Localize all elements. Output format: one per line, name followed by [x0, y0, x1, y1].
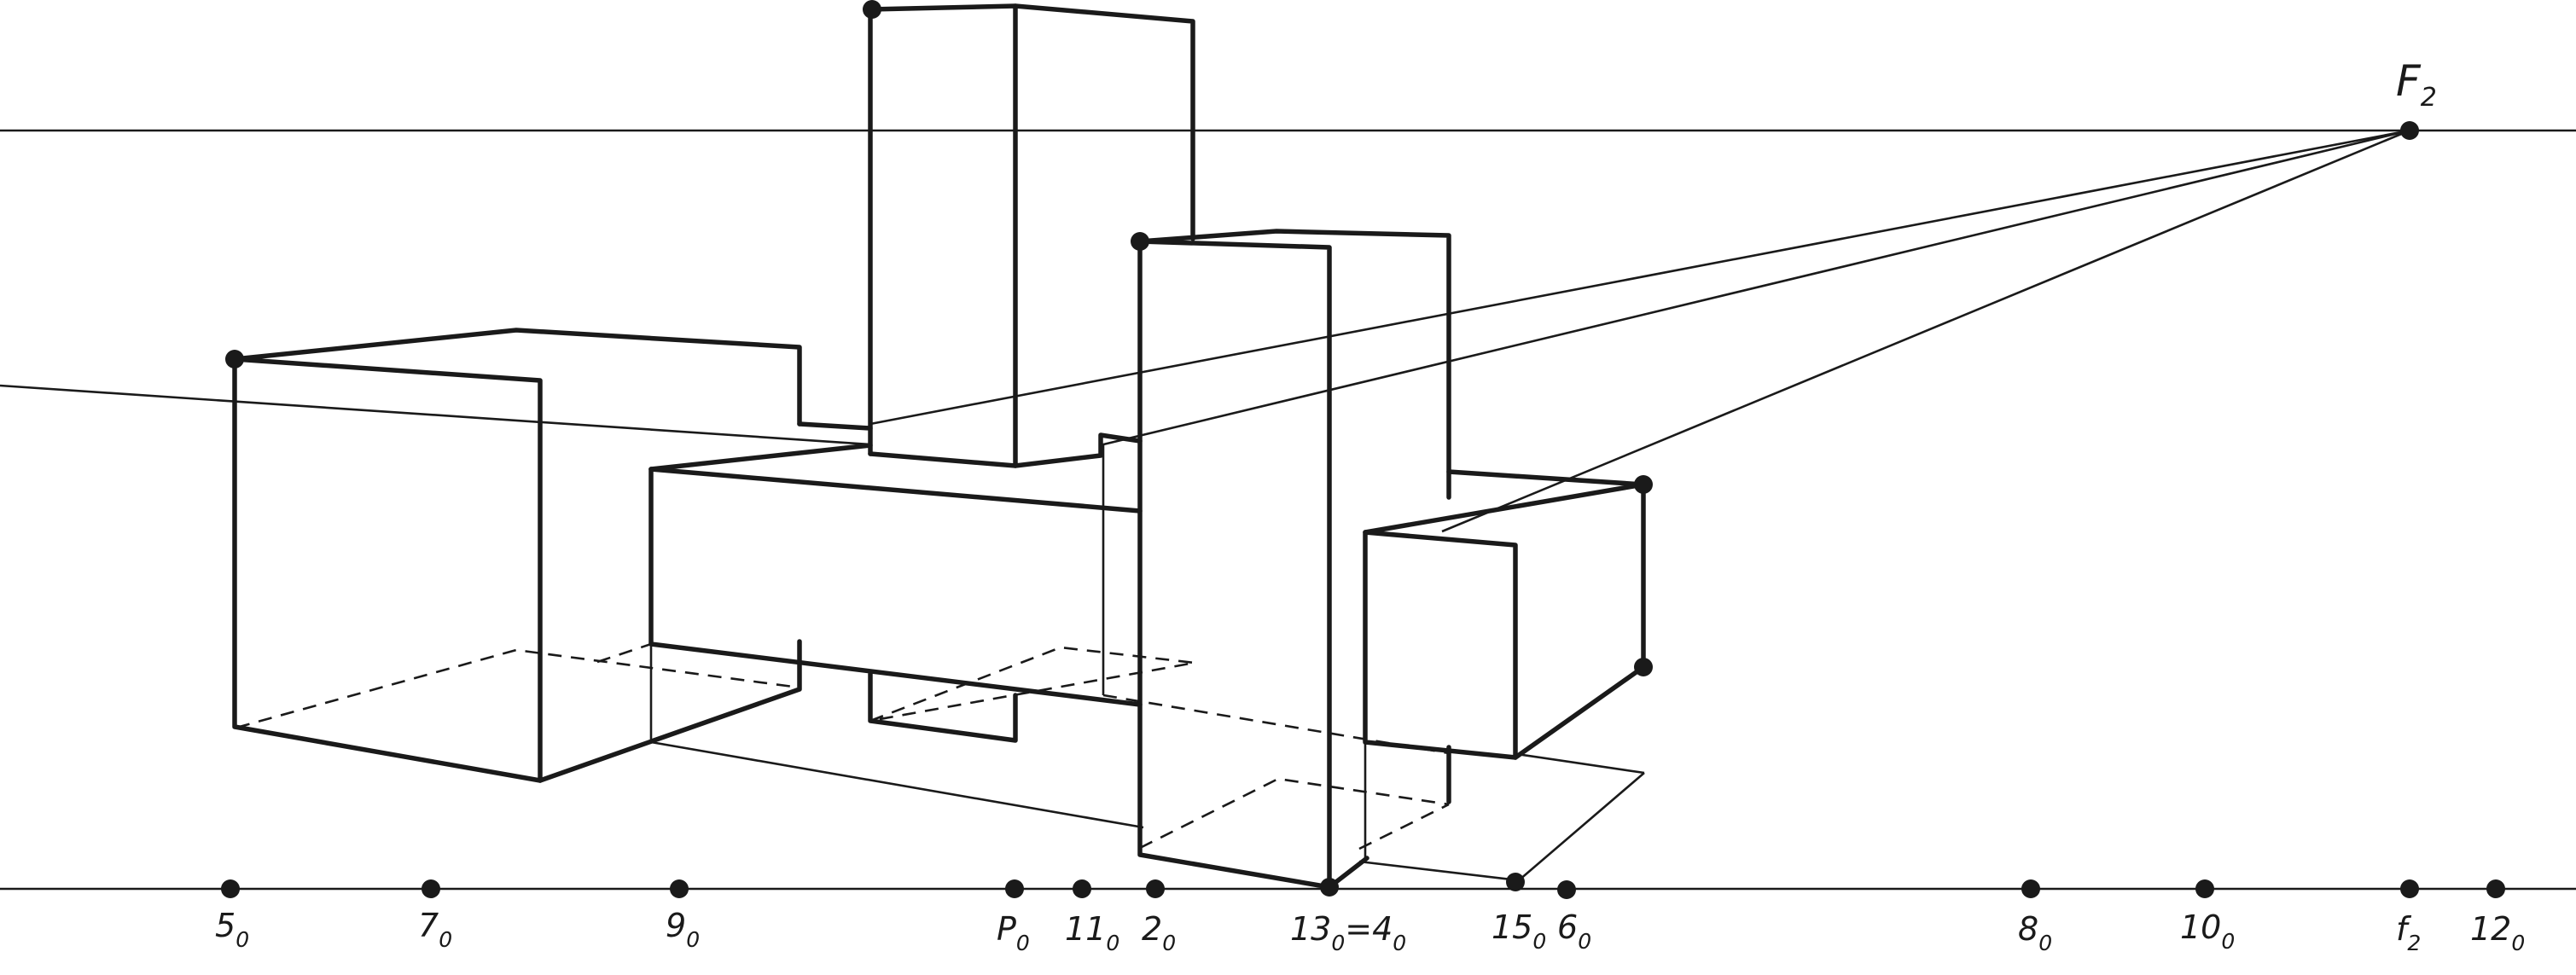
- ground-label: 130=40: [1290, 910, 1406, 955]
- hidden-edges: [236, 642, 1450, 850]
- ground-label: P0: [997, 910, 1030, 955]
- ground-labels: 50 70 90 P0 110 20 130=40 150 60 80 100 …: [215, 907, 2525, 955]
- vanishing-point-dot: [2400, 121, 2419, 140]
- ground-label: 20: [1142, 910, 1176, 955]
- ground-label: 150: [1492, 908, 1546, 954]
- ground-label: 100: [2180, 908, 2235, 954]
- ground-label: 120: [2470, 910, 2525, 955]
- ground-label: 90: [666, 907, 700, 952]
- construction-lines: [0, 129, 2410, 882]
- ground-label: 110: [1065, 910, 1119, 955]
- ground-label: 50: [215, 907, 249, 952]
- ground-label: 60: [1557, 908, 1591, 954]
- marked-points: [221, 0, 2505, 899]
- ground-label: 70: [418, 907, 452, 952]
- building-outlines: [232, 3, 1646, 890]
- vanishing-point-label: F2: [2396, 56, 2437, 113]
- ground-label: f2: [2396, 910, 2421, 955]
- ground-label: 80: [2018, 910, 2052, 955]
